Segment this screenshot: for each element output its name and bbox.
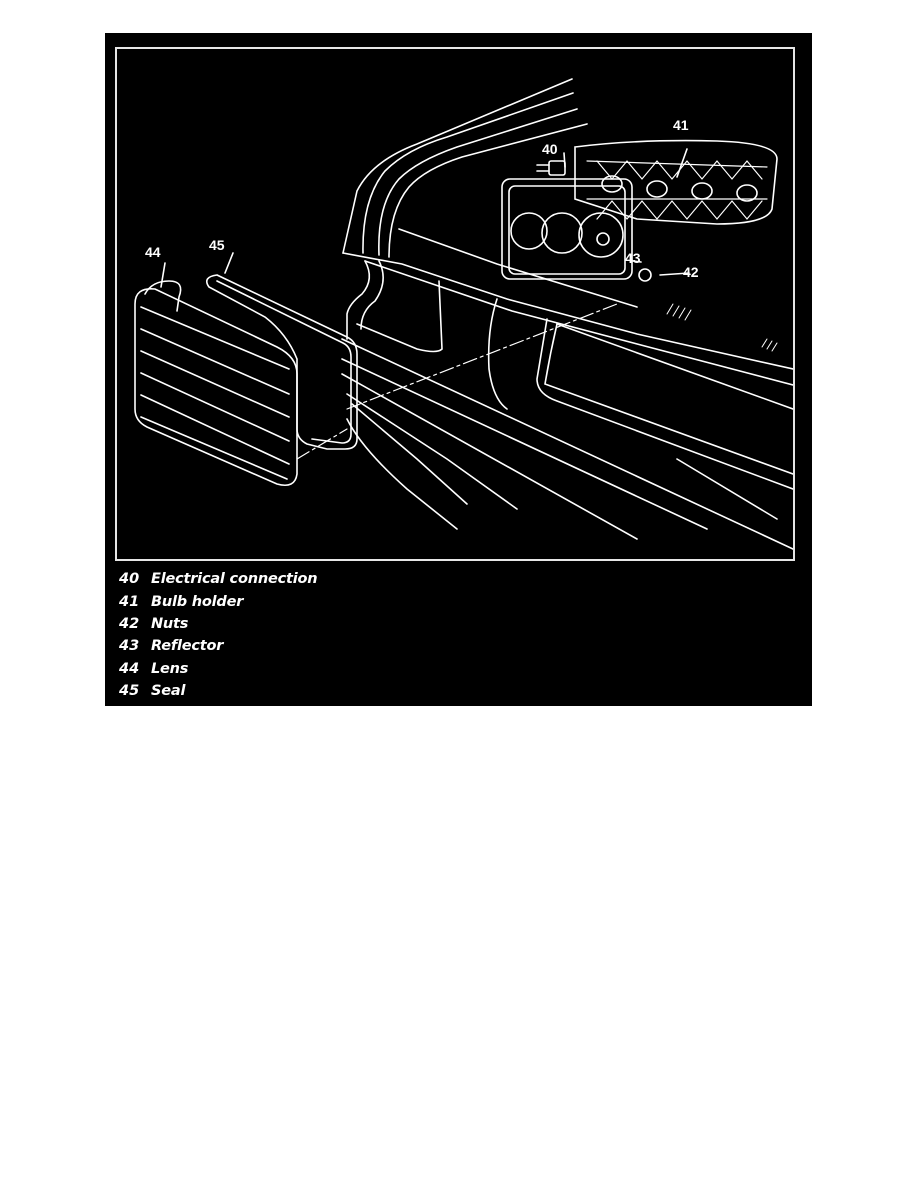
legend-label: Seal (151, 683, 186, 700)
legend-label: Nuts (151, 615, 189, 632)
legend-item: 40 Electrical connection (119, 568, 318, 590)
legend-item: 43 Reflector (119, 635, 317, 657)
legend-number: 42 (119, 615, 140, 632)
callout-41: 41 (673, 117, 689, 133)
legend-label: Reflector (151, 638, 224, 655)
legend-item: 42 Nuts (119, 613, 317, 635)
callout-42: 42 (683, 264, 699, 280)
legend-item: 41 Bulb holder (119, 590, 317, 612)
legend-number: 44 (119, 660, 140, 677)
legend-number: 43 (119, 638, 140, 655)
legend-item: 44 Lens (119, 658, 317, 680)
callout-44: 44 (145, 244, 161, 260)
legend-label: Electrical connection (151, 571, 318, 588)
callout-43: 43 (625, 250, 641, 266)
figure-panel: 40 41 42 43 44 45 40 Electrical connecti… (105, 33, 812, 706)
legend-number: 45 (119, 683, 140, 700)
illustration-frame: 40 41 42 43 44 45 (115, 47, 795, 561)
legend-number: 41 (119, 593, 140, 610)
parts-legend: 40 Electrical connection 41 Bulb holder … (119, 568, 318, 702)
legend-label: Lens (151, 660, 189, 677)
callout-45: 45 (209, 237, 225, 253)
legend-item: 45 Seal (119, 680, 317, 702)
callout-40: 40 (542, 141, 558, 157)
legend-number: 40 (119, 571, 140, 588)
tail-light-exploded-diagram (134, 78, 793, 550)
legend-label: Bulb holder (151, 593, 244, 610)
